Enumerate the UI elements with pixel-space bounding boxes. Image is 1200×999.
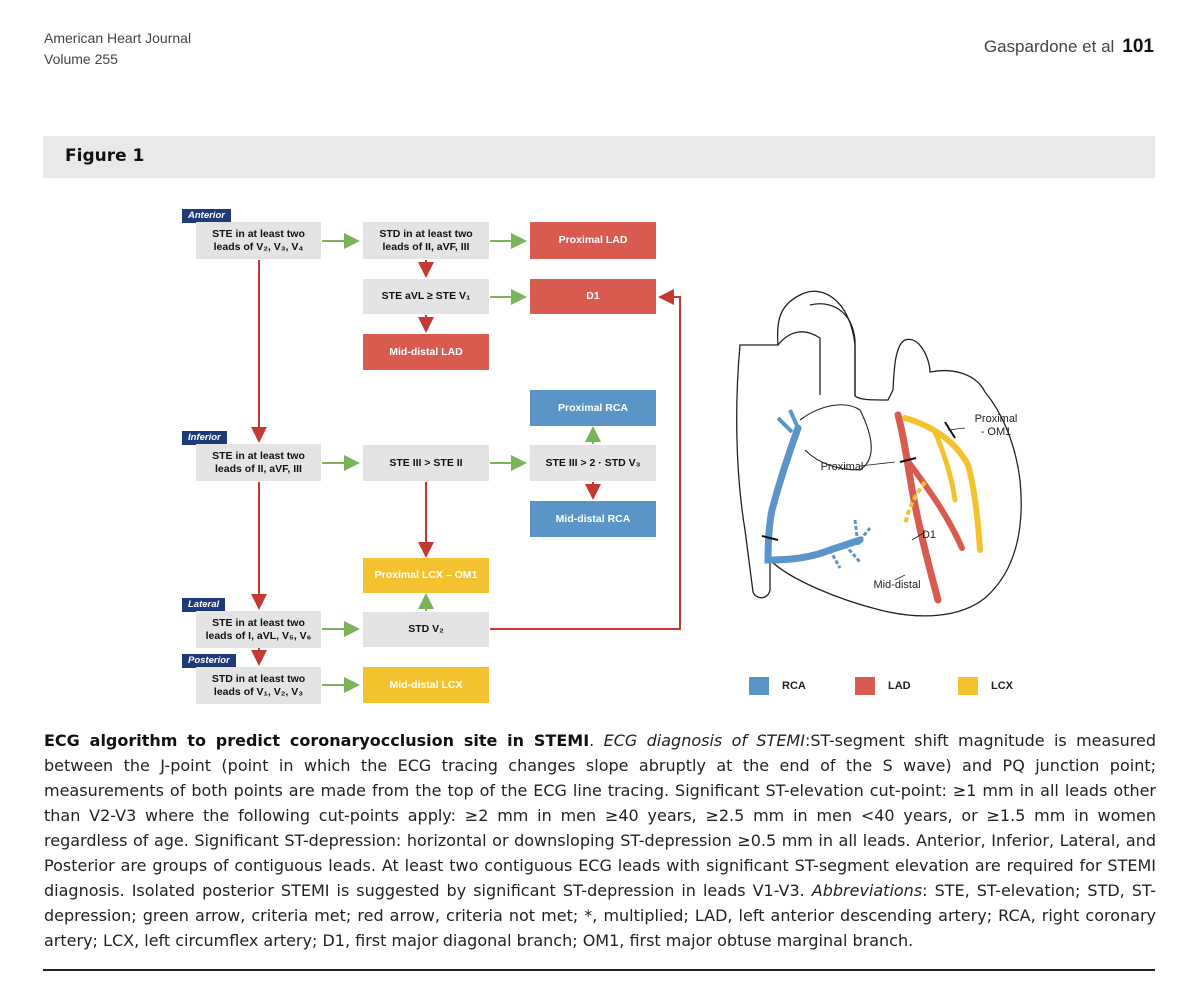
arrow-red bbox=[490, 289, 681, 630]
box-mid-distal-lcx: Mid-distal LCX bbox=[363, 667, 489, 703]
figure-caption: ECG algorithm to predict coronaryocclusi… bbox=[44, 731, 1157, 950]
box-proximal-lad: Proximal LAD bbox=[530, 222, 656, 259]
box-mid-distal-lad: Mid-distal LAD bbox=[363, 334, 489, 370]
box-mid-distal-rca: Mid-distal RCA bbox=[530, 501, 656, 537]
caption-body: :ST-segment shift magnitude is measured … bbox=[44, 731, 1157, 900]
page-number: 101 bbox=[1122, 36, 1154, 57]
box-proximal-rca: Proximal RCA bbox=[530, 390, 656, 426]
rca-branch bbox=[776, 409, 800, 434]
atrium-outline bbox=[799, 404, 872, 471]
group-tag-lateral: Lateral bbox=[182, 598, 226, 612]
om1-vessel bbox=[932, 429, 958, 503]
leader-line bbox=[894, 574, 906, 581]
box-ste-avl: STE aVL ≥ STE V₁ bbox=[363, 279, 489, 314]
aorta-arch bbox=[777, 303, 856, 396]
box-ste-anterior: STE in at least two leads of V₂, V₃, V₄ bbox=[196, 222, 321, 259]
group-tag-inferior: Inferior bbox=[182, 431, 227, 445]
page-header: Gaspardone et al 101 bbox=[984, 36, 1154, 58]
authors: Gaspardone et al bbox=[983, 37, 1115, 56]
lad-vessel bbox=[894, 411, 942, 604]
box-ste-iii-ii: STE III > STE II bbox=[363, 445, 489, 481]
legend-label-lcx: LCX bbox=[991, 680, 1013, 692]
leader-line bbox=[859, 461, 896, 467]
legend-swatch-rca bbox=[749, 677, 769, 695]
journal-header: American Heart Journal Volume 255 bbox=[44, 28, 191, 70]
caption-subtitle: ECG diagnosis of STEMI bbox=[603, 731, 805, 750]
rca-vessel bbox=[764, 424, 864, 564]
leader-line bbox=[911, 531, 926, 541]
journal-volume: Volume 255 bbox=[44, 51, 118, 67]
heart-label-mid-distal: Mid-distal bbox=[873, 578, 921, 591]
box-prox-lcx-om1: Proximal LCX – OM1 bbox=[363, 558, 489, 593]
box-std-v2: STD V₂ bbox=[363, 612, 489, 647]
lcx-vessel bbox=[902, 415, 983, 553]
lcx-distal bbox=[903, 480, 927, 526]
rca-proximal-mark bbox=[761, 535, 779, 541]
heart-illustration bbox=[736, 290, 1022, 617]
figure-label: Figure 1 bbox=[65, 146, 145, 166]
figure-title-bar: Figure 1 bbox=[43, 136, 1155, 178]
legend-swatch-lcx bbox=[958, 677, 978, 695]
group-tag-anterior: Anterior bbox=[182, 209, 231, 223]
heart-label-proximal: Proximal bbox=[820, 460, 864, 473]
flowchart-arrows bbox=[251, 233, 1022, 693]
box-ste-lateral: STE in at least two leads of I, aVL, V₅,… bbox=[196, 611, 321, 648]
lad-proximal-mark bbox=[899, 457, 917, 463]
legend-swatch-lad bbox=[855, 677, 875, 695]
box-ste-inferior: STE in at least two leads of II, aVF, II… bbox=[196, 444, 321, 481]
caption-title: ECG algorithm to predict coronaryocclusi… bbox=[44, 731, 590, 750]
journal-name: American Heart Journal bbox=[44, 30, 192, 46]
group-tag-posterior: Posterior bbox=[182, 654, 236, 668]
box-d1: D1 bbox=[530, 279, 656, 314]
ecg-algorithm-figure: Anterior Inferior Lateral Posterior STE … bbox=[182, 209, 1022, 704]
box-ste-iii-std-v3: STE III > 2 · STD V₃ bbox=[530, 445, 656, 481]
legend-label-lad: LAD bbox=[888, 680, 911, 692]
caption-abbreviations-label: Abbreviations bbox=[811, 881, 923, 900]
leader-line bbox=[947, 427, 966, 431]
heart-label-proximal-om1: Proximal - OM1 bbox=[974, 413, 1018, 438]
bottom-rule bbox=[43, 969, 1155, 971]
box-std-posterior: STD in at least two leads of V₁, V₂, V₃ bbox=[196, 667, 321, 704]
d1-vessel bbox=[904, 457, 965, 551]
caption-abbreviations: : STE, ST-elevation; STD, ST-depression;… bbox=[44, 881, 1156, 950]
legend-label-rca: RCA bbox=[782, 680, 806, 692]
box-std-inferior-leads: STD in at least two leads of II, aVF, II… bbox=[363, 222, 489, 259]
heart-label-d1: D1 bbox=[921, 528, 937, 541]
heart-outline bbox=[736, 290, 1022, 617]
